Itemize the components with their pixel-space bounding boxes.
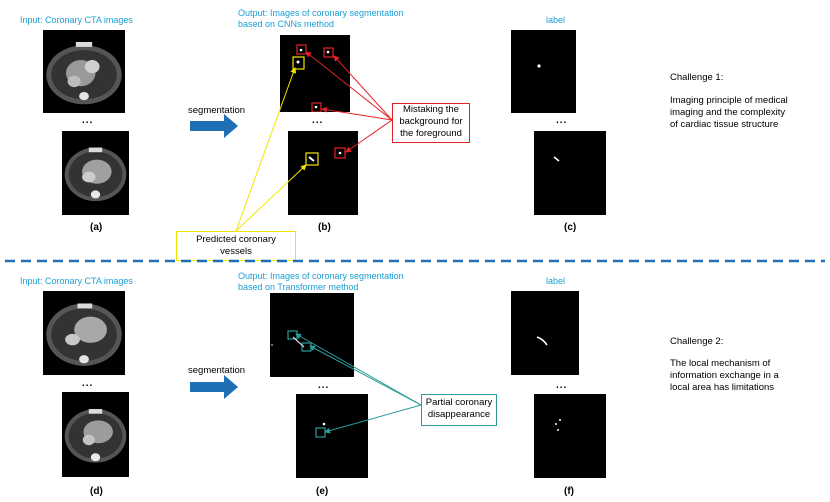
panel-label-f: (f): [564, 486, 574, 497]
bottom-arrow-label: segmentation: [188, 365, 246, 376]
bottom-output-caption: Output: Images of coronary segmentation …: [238, 271, 404, 292]
callout-partial-disappearance: Partial coronary disappearance: [421, 394, 497, 426]
dashed-divider: [5, 259, 825, 263]
transformer-output-image-2: [296, 394, 368, 478]
panel-label-c: (c): [564, 222, 577, 233]
top-output-dots: ...: [312, 115, 324, 126]
ct-image-bottom-2: [62, 392, 129, 477]
bottom-label-dots: ...: [556, 380, 568, 391]
top-input-dots: ...: [82, 115, 94, 126]
bottom-input-caption: Input: Coronary CTA images: [20, 276, 133, 286]
top-arrow-label: segmentation: [188, 105, 246, 116]
challenge-1-text: Imaging principle of medical imaging and…: [670, 95, 788, 130]
label-image-bottom-2: [534, 394, 606, 478]
top-input-caption: Input: Coronary CTA images: [20, 15, 133, 25]
transformer-output-image-1: [270, 293, 354, 377]
top-segmentation-arrow-icon: [190, 114, 238, 138]
panel-label-b: (b): [318, 222, 331, 233]
cnn-output-image-1: [280, 35, 350, 112]
callout-mistaking-background: Mistaking the background for the foregro…: [392, 103, 470, 143]
panel-label-e: (e): [316, 486, 329, 497]
panel-label-d: (d): [90, 486, 103, 497]
bottom-label-caption: label: [546, 276, 566, 286]
ct-image-top-2: [62, 131, 129, 215]
bottom-segmentation-arrow-icon: [190, 375, 238, 399]
label-image-bottom-1: [511, 291, 579, 375]
bottom-input-dots: ...: [82, 378, 94, 389]
ct-image-bottom-1: [43, 291, 125, 375]
top-label-dots: ...: [556, 115, 568, 126]
top-label-caption: label: [546, 15, 566, 25]
label-image-top-1: [511, 30, 576, 113]
cnn-output-image-2: [288, 131, 358, 215]
top-output-caption: Output: Images of coronary segmentation …: [238, 8, 404, 29]
challenge-2-text: The local mechanism of information excha…: [670, 358, 779, 393]
panel-label-a: (a): [90, 222, 103, 233]
challenge-2-title: Challenge 2:: [670, 336, 724, 347]
bottom-output-dots: ...: [318, 380, 330, 391]
ct-image-top-1: [43, 30, 125, 113]
label-image-top-2: [534, 131, 606, 215]
challenge-1-title: Challenge 1:: [670, 72, 724, 83]
